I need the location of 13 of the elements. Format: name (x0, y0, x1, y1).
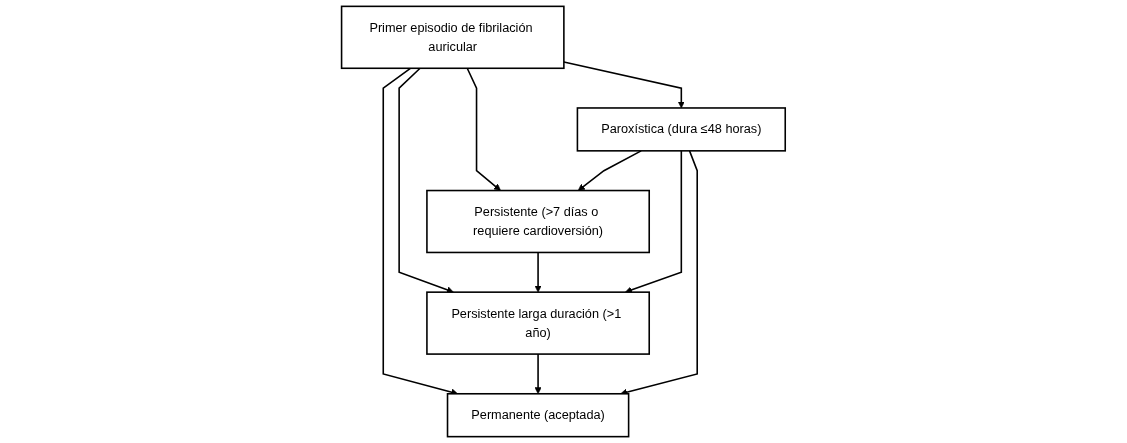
arrow (466, 67, 501, 191)
arrow (563, 61, 685, 109)
arrow (620, 150, 699, 396)
arrow (398, 67, 454, 294)
arrow (577, 150, 643, 191)
node-box: Persistente (>7 días o requiere cardioversión) (426, 189, 651, 254)
node-box: Persistente larga duración (>1 año) (426, 291, 651, 355)
arrow (534, 251, 542, 293)
node-box: Primer episodio de fibrilación auricular (340, 5, 565, 70)
arrow (534, 353, 542, 395)
node-box: Permanente (aceptada) (446, 393, 630, 438)
node-box: Paroxística (dura ≤48 horas) (576, 107, 787, 152)
arrow (625, 150, 683, 294)
